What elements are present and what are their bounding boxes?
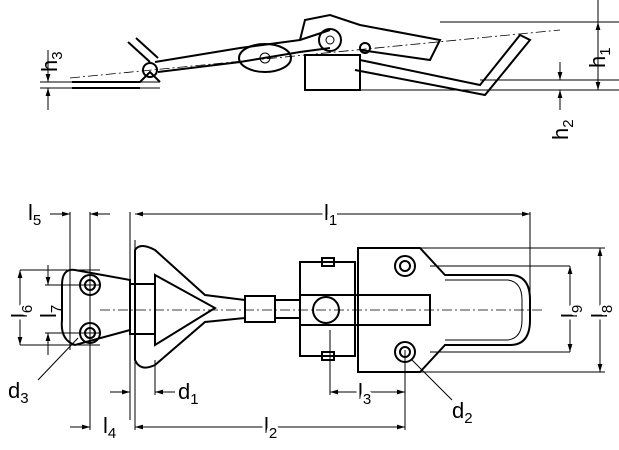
top-extension-lines (20, 212, 605, 430)
link-rod (275, 299, 301, 319)
label-h3: h3 (37, 51, 66, 72)
yoke-pin-top (321, 257, 335, 267)
lever-body-side (299, 13, 442, 62)
label-l9: l9 (557, 305, 586, 318)
dimension-labels: h3 h1 h2 l5 l1 l6 l7 l8 l9 d3 d1 l3 d2 l… (4, 47, 619, 445)
clamp-yoke (299, 261, 356, 357)
link-clevis (244, 295, 276, 323)
label-h1: h1 (585, 47, 614, 68)
label-l1: l1 (324, 200, 337, 229)
link-nut-hole (259, 52, 271, 64)
main-pivot-pin (325, 35, 335, 45)
yoke-pin-bottom (321, 351, 335, 361)
d3-leader (37, 337, 79, 381)
side-extension-lines (40, 21, 619, 91)
label-l2: l2 (264, 413, 277, 442)
side-centerline (69, 29, 561, 79)
label-l5: l5 (28, 200, 41, 229)
base-hole-top-outer (394, 255, 416, 277)
base-hole-top (399, 260, 411, 272)
label-d1: d1 (178, 379, 199, 408)
base-block-side (304, 54, 361, 91)
hook-pivot (142, 62, 158, 78)
main-pivot (318, 28, 342, 52)
keeper-hook-side (127, 37, 159, 63)
label-d3: d3 (8, 378, 29, 407)
secondary-pivot (359, 42, 371, 54)
label-d2: d2 (452, 398, 473, 427)
base-plate (357, 247, 531, 373)
side-view (40, 0, 619, 110)
label-l4: l4 (103, 413, 116, 442)
lever-handle-side (354, 33, 532, 97)
top-view (17, 211, 605, 430)
label-h2: h2 (548, 119, 577, 140)
label-l7: l7 (36, 305, 65, 318)
tension-loop (134, 245, 246, 369)
d2-leader (411, 359, 453, 401)
link-nut (238, 43, 292, 73)
keeper-bar (129, 283, 156, 335)
label-l6: l6 (7, 305, 36, 318)
label-l8: l8 (587, 305, 616, 318)
label-l3: l3 (358, 379, 371, 408)
